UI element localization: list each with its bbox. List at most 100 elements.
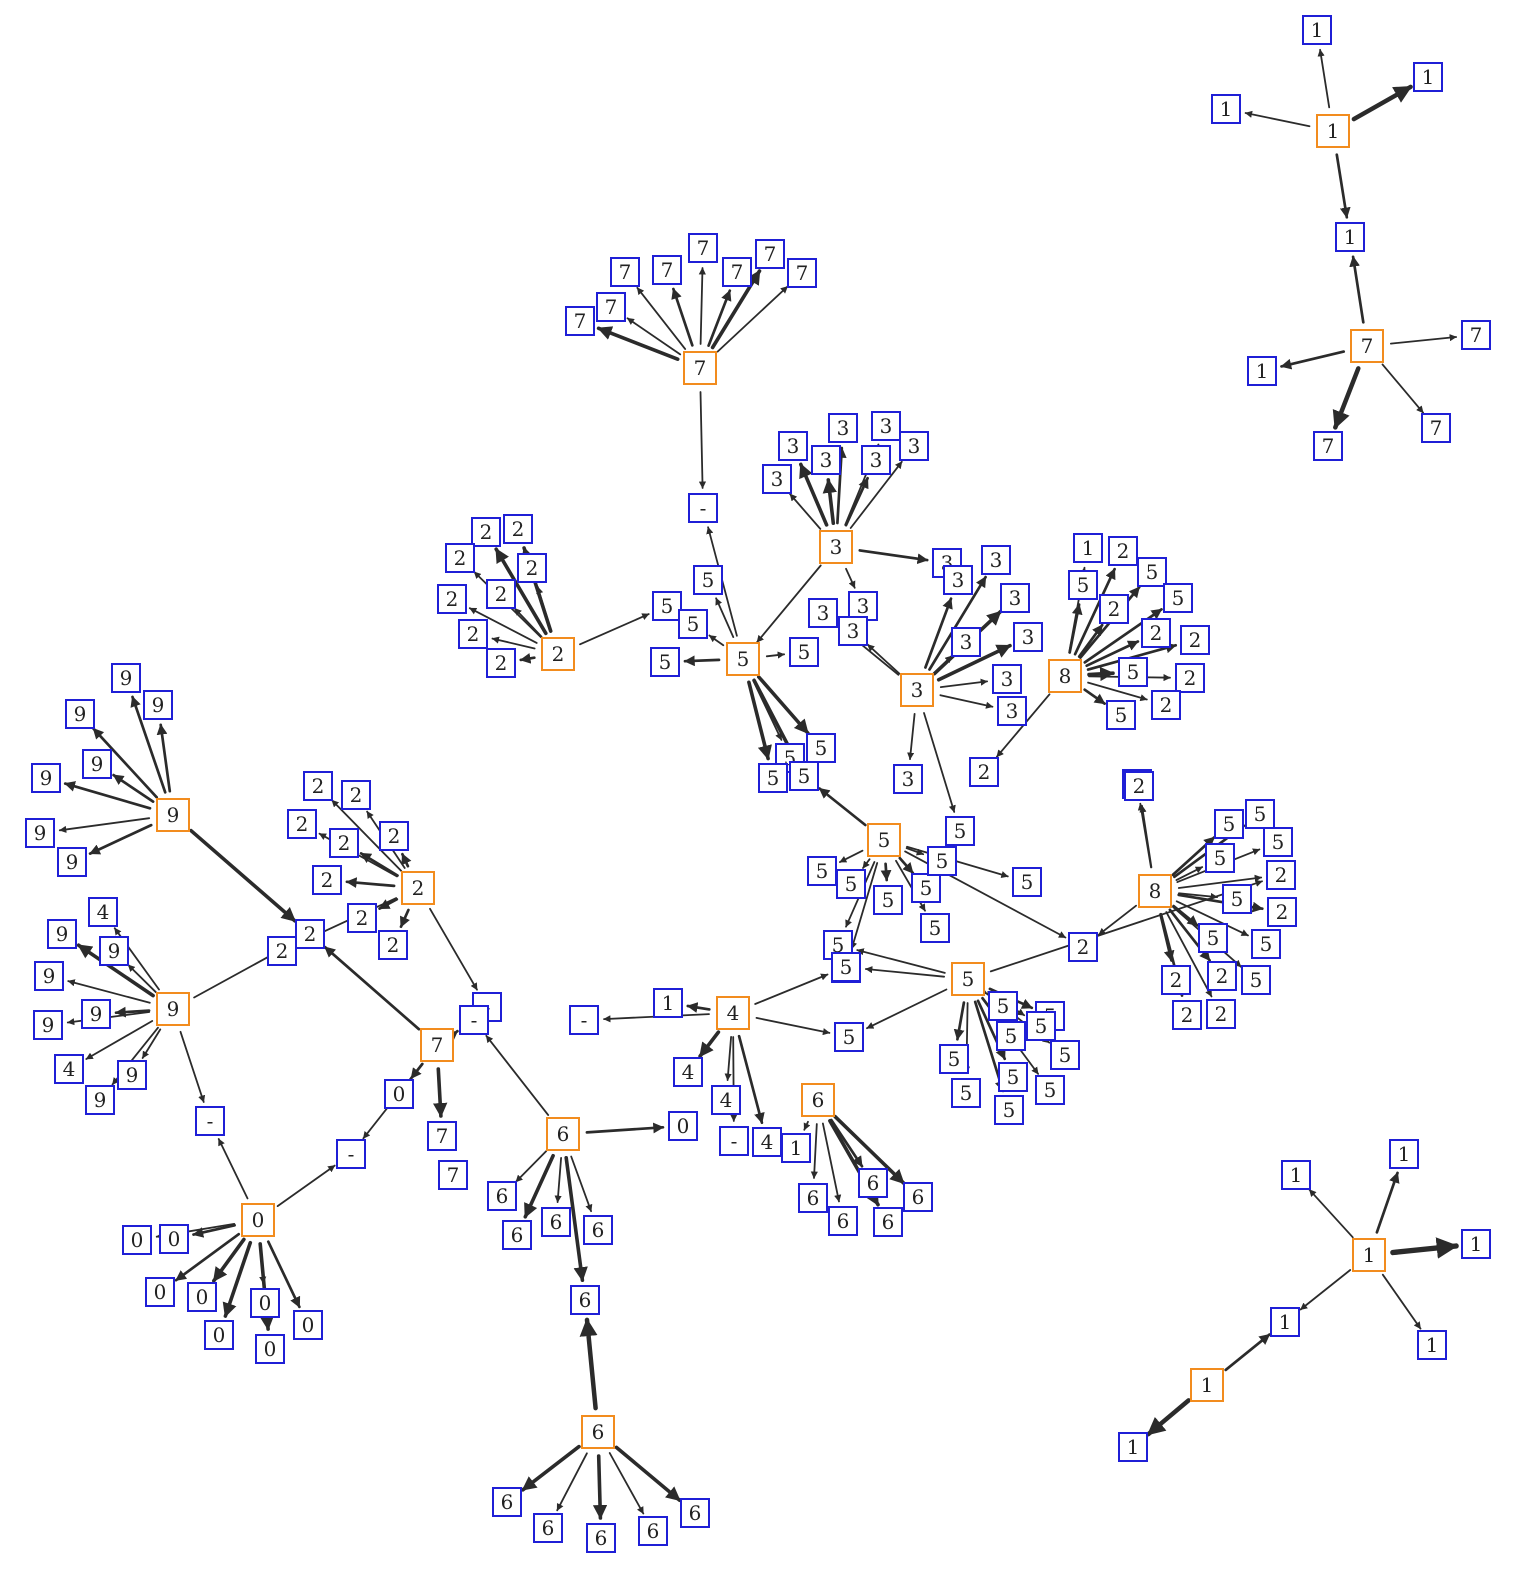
leaf-node-n8_4: 5 — [1137, 557, 1167, 587]
node-digit-label: 3 — [857, 594, 870, 618]
node-digit-label: 5 — [1127, 660, 1140, 684]
node-digit-label: 5 — [948, 1047, 961, 1071]
leaf-node-n5_8: 5 — [806, 733, 836, 763]
node-digit-label: 5 — [1021, 870, 1034, 894]
node-frame — [581, 1415, 615, 1449]
node-frame — [638, 1516, 668, 1546]
leaf-node-n8_5: 5 — [1163, 583, 1193, 613]
node-frame — [255, 1334, 285, 1364]
leaf-node-n7_7: 7 — [755, 239, 785, 269]
leaf-node-n1b_4: 1 — [1417, 1330, 1447, 1360]
leaf-node-n4_6: - — [719, 1126, 749, 1156]
node-digit-label: 7 — [661, 258, 674, 282]
node-digit-label: 2 — [1117, 539, 1130, 563]
leaf-node-n0_7: 0 — [293, 1310, 323, 1340]
leaf-node-n4_8: 1 — [653, 988, 683, 1018]
node-digit-label: 5 — [798, 640, 811, 664]
node-digit-label: 2 — [1184, 666, 1197, 690]
leaf-node-n5c_11: 5 — [1026, 1011, 1056, 1041]
edge-arrow-h9a-n9_2 — [156, 723, 172, 793]
node-digit-label: 5 — [882, 888, 895, 912]
node-frame — [88, 897, 118, 927]
node-digit-label: 3 — [820, 448, 833, 472]
node-digit-label: 2 — [495, 651, 508, 675]
edge-arrow-h9b-n9b_4 — [67, 979, 151, 1004]
leaf-node-n0_4: 0 — [187, 1282, 217, 1312]
node-digit-label: 5 — [954, 819, 967, 843]
edge-arrow-h7a-n7_1 — [596, 326, 680, 362]
edge-arrow-h1b-n1b_2 — [1375, 1171, 1400, 1234]
edge-arrow-h7b-n7b_1 — [432, 1067, 448, 1118]
edge-arrow-h2b-n7b_5 — [429, 907, 478, 991]
node-digit-label: 2 — [338, 831, 351, 855]
edge-arrow-h0-n0_8 — [259, 1243, 267, 1284]
node-frame — [693, 565, 723, 595]
node-frame — [1026, 1011, 1056, 1041]
node-frame — [911, 873, 941, 903]
node-digit-label: 5 — [661, 594, 674, 618]
leaf-node-n1a_2: 1 — [1211, 94, 1241, 124]
node-digit-label: 5 — [737, 647, 750, 671]
edge-arrow-h1c-n1b_5 — [1224, 1333, 1271, 1372]
node-digit-label: 9 — [108, 939, 121, 963]
node-digit-label: 0 — [677, 1114, 690, 1138]
node-digit-label: 9 — [66, 850, 79, 874]
node-frame — [836, 869, 866, 899]
node-frame — [1106, 700, 1136, 730]
leaf-node-n5b_11: 2 — [1068, 932, 1098, 962]
node-digit-label: 5 — [845, 872, 858, 896]
node-frame — [117, 1060, 147, 1090]
hub-node-h3a: 3 — [819, 530, 853, 564]
node-digit-label: 5 — [960, 1081, 973, 1105]
node-digit-label: 3 — [902, 767, 915, 791]
node-frame — [517, 553, 547, 583]
node-digit-label: 0 — [252, 1208, 265, 1232]
leaf-node-n6a_4: 6 — [583, 1215, 613, 1245]
node-digit-label: 2 — [1160, 693, 1173, 717]
edge-arrow-h1a-n1a_4 — [1335, 153, 1351, 219]
node-frame — [650, 647, 680, 677]
node-digit-label: 3 — [1006, 699, 1019, 723]
edge-arrow-h0-n0_9 — [276, 1164, 336, 1207]
node-digit-label: 1 — [1279, 1310, 1292, 1334]
node-frame — [445, 543, 475, 573]
leaf-node-n2b_5: 2 — [287, 809, 317, 839]
edge-arrow-h9b-n9b_7 — [85, 1020, 154, 1060]
leaf-node-n5c_7: 5 — [994, 1095, 1024, 1125]
node-frame — [1266, 860, 1296, 890]
hub-node-h8b: 8 — [1138, 874, 1172, 908]
node-frame — [652, 591, 682, 621]
node-frame — [838, 616, 868, 646]
leaf-node-n3_4: 3 — [828, 413, 858, 443]
node-digit-label: 2 — [495, 582, 508, 606]
leaf-node-n8_13: 2 — [969, 757, 999, 787]
leaf-node-n7c_3: 7 — [1313, 431, 1343, 461]
node-frame — [789, 761, 819, 791]
edge-arrow-h7a-n7_5 — [698, 267, 706, 345]
node-frame — [668, 1111, 698, 1141]
node-frame — [1245, 799, 1275, 829]
node-digit-label: 2 — [1150, 621, 1163, 645]
node-frame — [1389, 1139, 1419, 1169]
node-frame — [295, 919, 325, 949]
node-digit-label: 2 — [454, 546, 467, 570]
node-digit-label: 3 — [830, 535, 843, 559]
edge-arrow-h6b-n6b_4 — [833, 1114, 906, 1185]
node-digit-label: 3 — [960, 630, 973, 654]
node-digit-label: 5 — [1250, 968, 1263, 992]
node-digit-label: 7 — [697, 236, 710, 260]
node-digit-label: 5 — [840, 955, 853, 979]
node-digit-label: 2 — [1170, 968, 1183, 992]
node-frame — [1222, 884, 1252, 914]
node-digit-label: 4 — [720, 1088, 733, 1112]
node-frame — [54, 1054, 84, 1084]
node-frame — [420, 1028, 454, 1062]
node-digit-label: 4 — [727, 1001, 740, 1025]
node-frame — [195, 1106, 225, 1136]
node-frame — [1270, 1307, 1300, 1337]
leaf-node-n8b_9: 5 — [1251, 929, 1281, 959]
edge-arrow-h5a-n5_4 — [683, 655, 721, 667]
leaf-node-n7_8: 7 — [787, 258, 817, 288]
node-frame — [945, 816, 975, 846]
